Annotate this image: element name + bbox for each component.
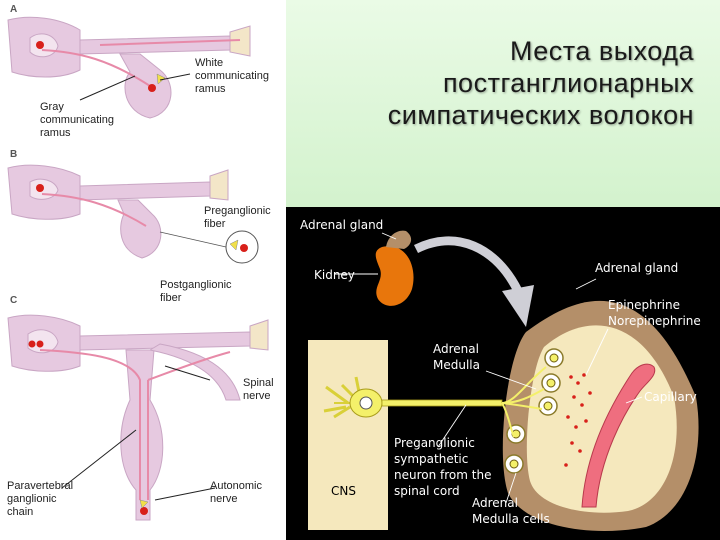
cns-label: CNS (331, 484, 356, 498)
gray-ramus-label-3: ramus (40, 127, 71, 139)
medulla-cells-label-1: Adrenal (472, 496, 518, 510)
title-area: Места выхода постганглионарных симпатиче… (286, 0, 720, 207)
autonomic-nerve-label-1: Autonomic (210, 480, 262, 492)
white-ramus-label-3: ramus (195, 83, 226, 95)
paravertebral-label-3: chain (7, 506, 33, 518)
adrenal-svg: Adrenal gland Kidney Adrenal gland Epine… (286, 207, 720, 540)
preganglionic-label-1: Preganglionic (394, 436, 475, 450)
white-ramus-label-1: White (195, 57, 223, 69)
postganglionic-fiber-label-2: fiber (160, 292, 182, 304)
preganglionic-label-3: neuron from the (394, 468, 491, 482)
title-line-2: постганглионарных (388, 68, 694, 100)
adrenal-medulla-label-1: Adrenal (433, 342, 479, 356)
title-line-1: Места выхода (388, 36, 694, 68)
preganglionic-fiber-label-1: Preganglionic (204, 205, 271, 217)
postganglionic-fiber-label-1: Postganglionic (160, 279, 232, 291)
panel-a-letter: A (10, 4, 17, 15)
preganglionic-label-2: sympathetic (394, 452, 468, 466)
adrenal-gland-small (386, 231, 411, 249)
adrenal-gland-top-label: Adrenal gland (300, 218, 383, 232)
arrow-icon (416, 241, 534, 327)
slide-title: Места выхода постганглионарных симпатиче… (388, 36, 694, 132)
kidney-label: Kidney (314, 268, 355, 282)
epinephrine-label: Epinephrine (608, 298, 680, 312)
paravertebral-label-2: ganglionic (7, 493, 57, 505)
medulla-cells-label-2: Medulla cells (472, 512, 550, 526)
adrenal-medulla-label-2: Medulla (433, 358, 480, 372)
gray-ramus-label-1: Gray (40, 101, 64, 113)
panel-b-letter: B (10, 149, 17, 160)
paravertebral-label-1: Paravertebral (7, 480, 73, 492)
preganglionic-fiber-label-2: fiber (204, 218, 226, 230)
spinal-cord-figure: A White communicating ramus Gray communi… (0, 0, 286, 540)
white-ramus-label-2: communicating (195, 70, 269, 82)
cns-box (308, 340, 388, 530)
adrenal-diagram: Adrenal gland Kidney Adrenal gland Epine… (286, 207, 720, 540)
spinal-nerve-label-1: Spinal (243, 377, 274, 389)
adrenal-gland-right-label: Adrenal gland (595, 261, 678, 275)
preganglionic-label-4: spinal cord (394, 484, 460, 498)
gray-ramus-label-2: communicating (40, 114, 114, 126)
title-line-3: симпатических волокон (388, 100, 694, 132)
autonomic-nerve-label-2: nerve (210, 493, 238, 505)
spinal-cord-svg: A White communicating ramus Gray communi… (0, 0, 286, 540)
capillary-label: Capillary (644, 390, 697, 404)
panel-c-letter: C (10, 295, 17, 306)
adrenal-gland-large (503, 301, 699, 531)
norepinephrine-label: Norepinephrine (608, 314, 701, 328)
kidney-shape (376, 246, 414, 306)
spinal-nerve-label-2: nerve (243, 390, 271, 402)
